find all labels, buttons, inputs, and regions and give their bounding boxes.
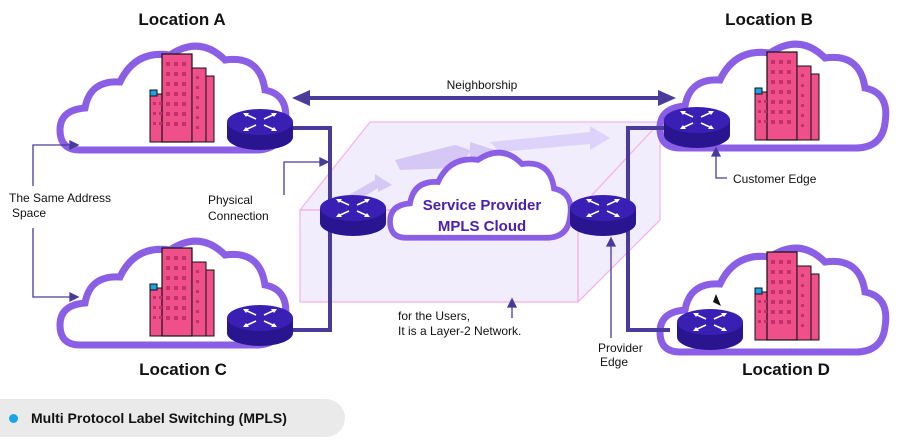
provider-edge-pointer bbox=[605, 236, 617, 338]
router-icon-b bbox=[663, 106, 731, 149]
bullet-dot-icon bbox=[9, 413, 18, 423]
router-icon-pe-left bbox=[319, 194, 387, 237]
customer-edge-pointer bbox=[710, 146, 727, 179]
same-address-label-line1: The Same Address bbox=[9, 191, 111, 205]
users-label-line1: for the Users, bbox=[398, 309, 470, 323]
location-a-title: Location A bbox=[138, 10, 225, 29]
location-c-title: Location C bbox=[139, 360, 227, 379]
physical-connection-pointer bbox=[283, 156, 330, 195]
router-icon-c bbox=[226, 304, 294, 347]
customer-edge-label: Customer Edge bbox=[733, 172, 817, 186]
physical-label-line2: Connection bbox=[208, 209, 269, 223]
provider-cloud-title-line1: Service Provider bbox=[423, 197, 542, 214]
provider-edge-label-line1: Provider bbox=[598, 341, 643, 355]
physical-label-line1: Physical bbox=[208, 193, 253, 207]
router-icon-pe-right bbox=[569, 194, 637, 237]
router-icon-d bbox=[676, 308, 744, 351]
location-d-title: Location D bbox=[742, 360, 830, 379]
router-icon-a bbox=[226, 108, 294, 151]
layer2-pointer bbox=[506, 297, 518, 318]
caption-bar: Multi Protocol Label Switching (MPLS) bbox=[0, 399, 345, 437]
users-label-line2: It is a Layer-2 Network. bbox=[398, 324, 521, 338]
caption-text: Multi Protocol Label Switching (MPLS) bbox=[31, 410, 287, 426]
location-b-title: Location B bbox=[725, 10, 813, 29]
neighborship-label: Neighborship bbox=[447, 78, 518, 92]
neighborship-arrow bbox=[292, 90, 676, 106]
same-address-label-line2: Space bbox=[12, 206, 46, 220]
same-address-arrows bbox=[32, 139, 80, 303]
cursor-icon bbox=[713, 294, 721, 306]
provider-edge-label-line2: Edge bbox=[600, 355, 628, 369]
provider-cloud-title-line2: MPLS Cloud bbox=[438, 218, 526, 235]
